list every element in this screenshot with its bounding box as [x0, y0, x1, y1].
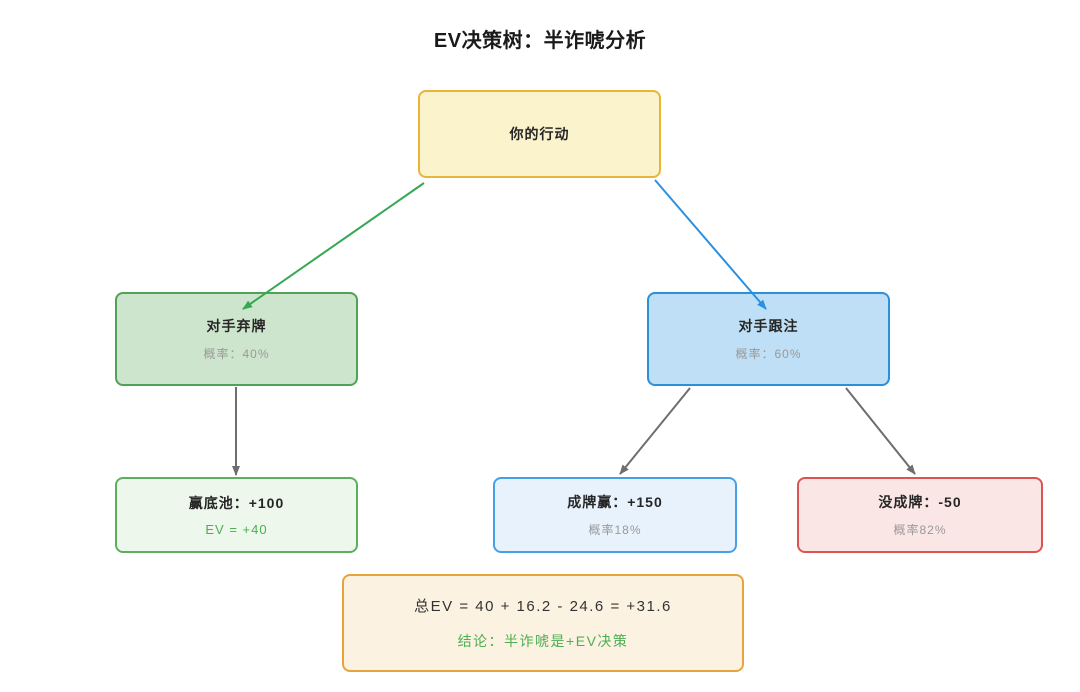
edge-root-to-call — [654, 179, 767, 310]
node-made-hand-wins: 成牌赢：+150 概率18% — [493, 477, 737, 553]
edge-call-to-missedhand — [845, 387, 916, 475]
diagram-title: EV决策树：半诈唬分析 — [433, 30, 647, 52]
node-opponent-calls: 对手跟注 概率：60% — [647, 292, 890, 386]
node-opponent-folds: 对手弃牌 概率：40% — [115, 292, 358, 386]
node-missed-hand: 没成牌：-50 概率82% — [797, 477, 1043, 553]
edge-root-to-fold — [242, 182, 425, 310]
node-opponent-calls-probability: 概率：60% — [735, 347, 802, 361]
node-missed-hand-probability: 概率82% — [893, 523, 947, 537]
node-opponent-folds-probability: 概率：40% — [203, 347, 270, 361]
node-win-pot-ev: EV = +40 — [205, 522, 268, 537]
total-ev-formula: 总EV = 40 + 16.2 - 24.6 = +31.6 — [414, 598, 672, 615]
node-made-hand-wins-probability: 概率18% — [588, 523, 642, 537]
conclusion-text: 结论：半诈唬是+EV决策 — [457, 633, 629, 649]
node-your-action: 你的行动 — [418, 90, 661, 178]
node-your-action-label: 你的行动 — [509, 126, 570, 142]
node-missed-hand-label: 没成牌：-50 — [878, 494, 962, 510]
node-total-ev-summary: 总EV = 40 + 16.2 - 24.6 = +31.6 结论：半诈唬是+E… — [342, 574, 744, 672]
node-opponent-folds-label: 对手弃牌 — [206, 318, 267, 334]
edge-call-to-madehand — [619, 387, 691, 475]
node-opponent-calls-label: 对手跟注 — [738, 318, 799, 334]
node-win-pot-label: 赢底池：+100 — [188, 495, 285, 511]
node-win-pot: 赢底池：+100 EV = +40 — [115, 477, 358, 553]
node-made-hand-wins-label: 成牌赢：+150 — [567, 494, 663, 510]
